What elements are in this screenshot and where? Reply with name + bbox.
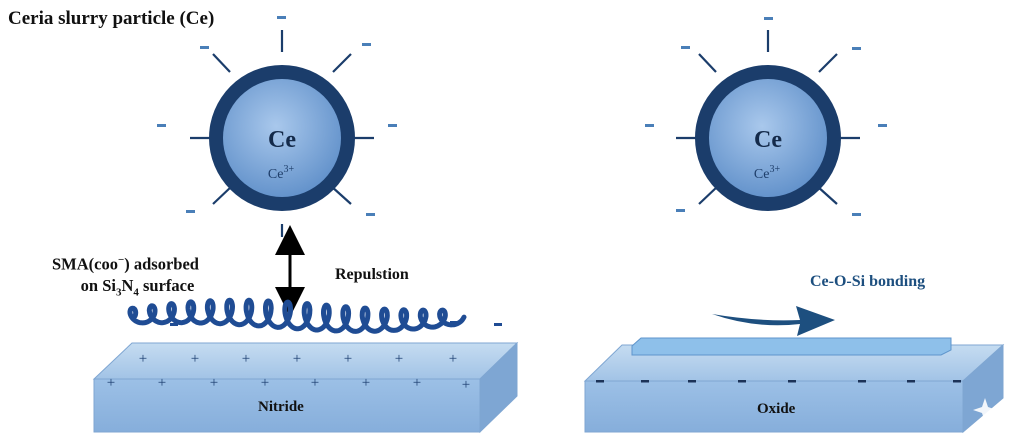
svg-text:+: + [261,375,269,391]
nitride-substrate: + + + + + + + + + + + + + + + [92,341,519,434]
negative-charges-polymer [170,321,502,326]
negative-charges-oxide [596,380,961,383]
particle-ion-left: Ce3+ [268,164,295,182]
ceria-particle-right: Ce Ce3+ [645,17,887,216]
particle-core-left [223,79,341,197]
figure-title: Ceria slurry particle (Ce) [8,8,215,29]
svg-text:+: + [158,375,166,391]
sparkle-icon [973,398,997,422]
svg-text:+: + [311,375,319,391]
svg-text:+: + [462,377,470,393]
svg-text:+: + [139,351,147,367]
particle-symbol-right: Ce [754,127,782,153]
svg-text:+: + [210,375,218,391]
svg-text:+: + [242,351,250,367]
positive-charges-nitride: + + + + + + + + + + + + + + + [107,351,470,393]
svg-text:+: + [413,375,421,391]
oxide-bonding-layer [631,337,952,356]
bonding-label: Ce-O-Si bonding [810,273,926,290]
nitride-label: Nitride [258,399,304,415]
bonding-arrow [712,306,835,336]
svg-text:+: + [191,351,199,367]
svg-text:+: + [293,351,301,367]
svg-text:+: + [344,351,352,367]
nitride-side-face [479,341,518,434]
negative-charges-right [645,17,887,216]
particle-spikes-right [676,30,860,205]
oxide-side-face [962,343,1004,434]
particle-core-right [709,79,827,197]
ceria-particle-left: Ce Ce3+ [157,16,397,237]
repulsion-label: Repulstion [335,266,409,283]
svg-text:+: + [395,351,403,367]
oxide-substrate [583,337,1005,434]
svg-text:+: + [107,375,115,391]
particle-symbol-left: Ce [268,127,296,153]
sma-polymer-coil [127,297,467,334]
svg-text:+: + [449,351,457,367]
sma-adsorbed-label: SMA(coo−) adsorbed on Si3N4 surface [52,254,199,298]
oxide-label: Oxide [757,401,796,417]
particle-ion-right: Ce3+ [754,164,781,182]
svg-text:+: + [362,375,370,391]
negative-charges-left [157,16,397,216]
